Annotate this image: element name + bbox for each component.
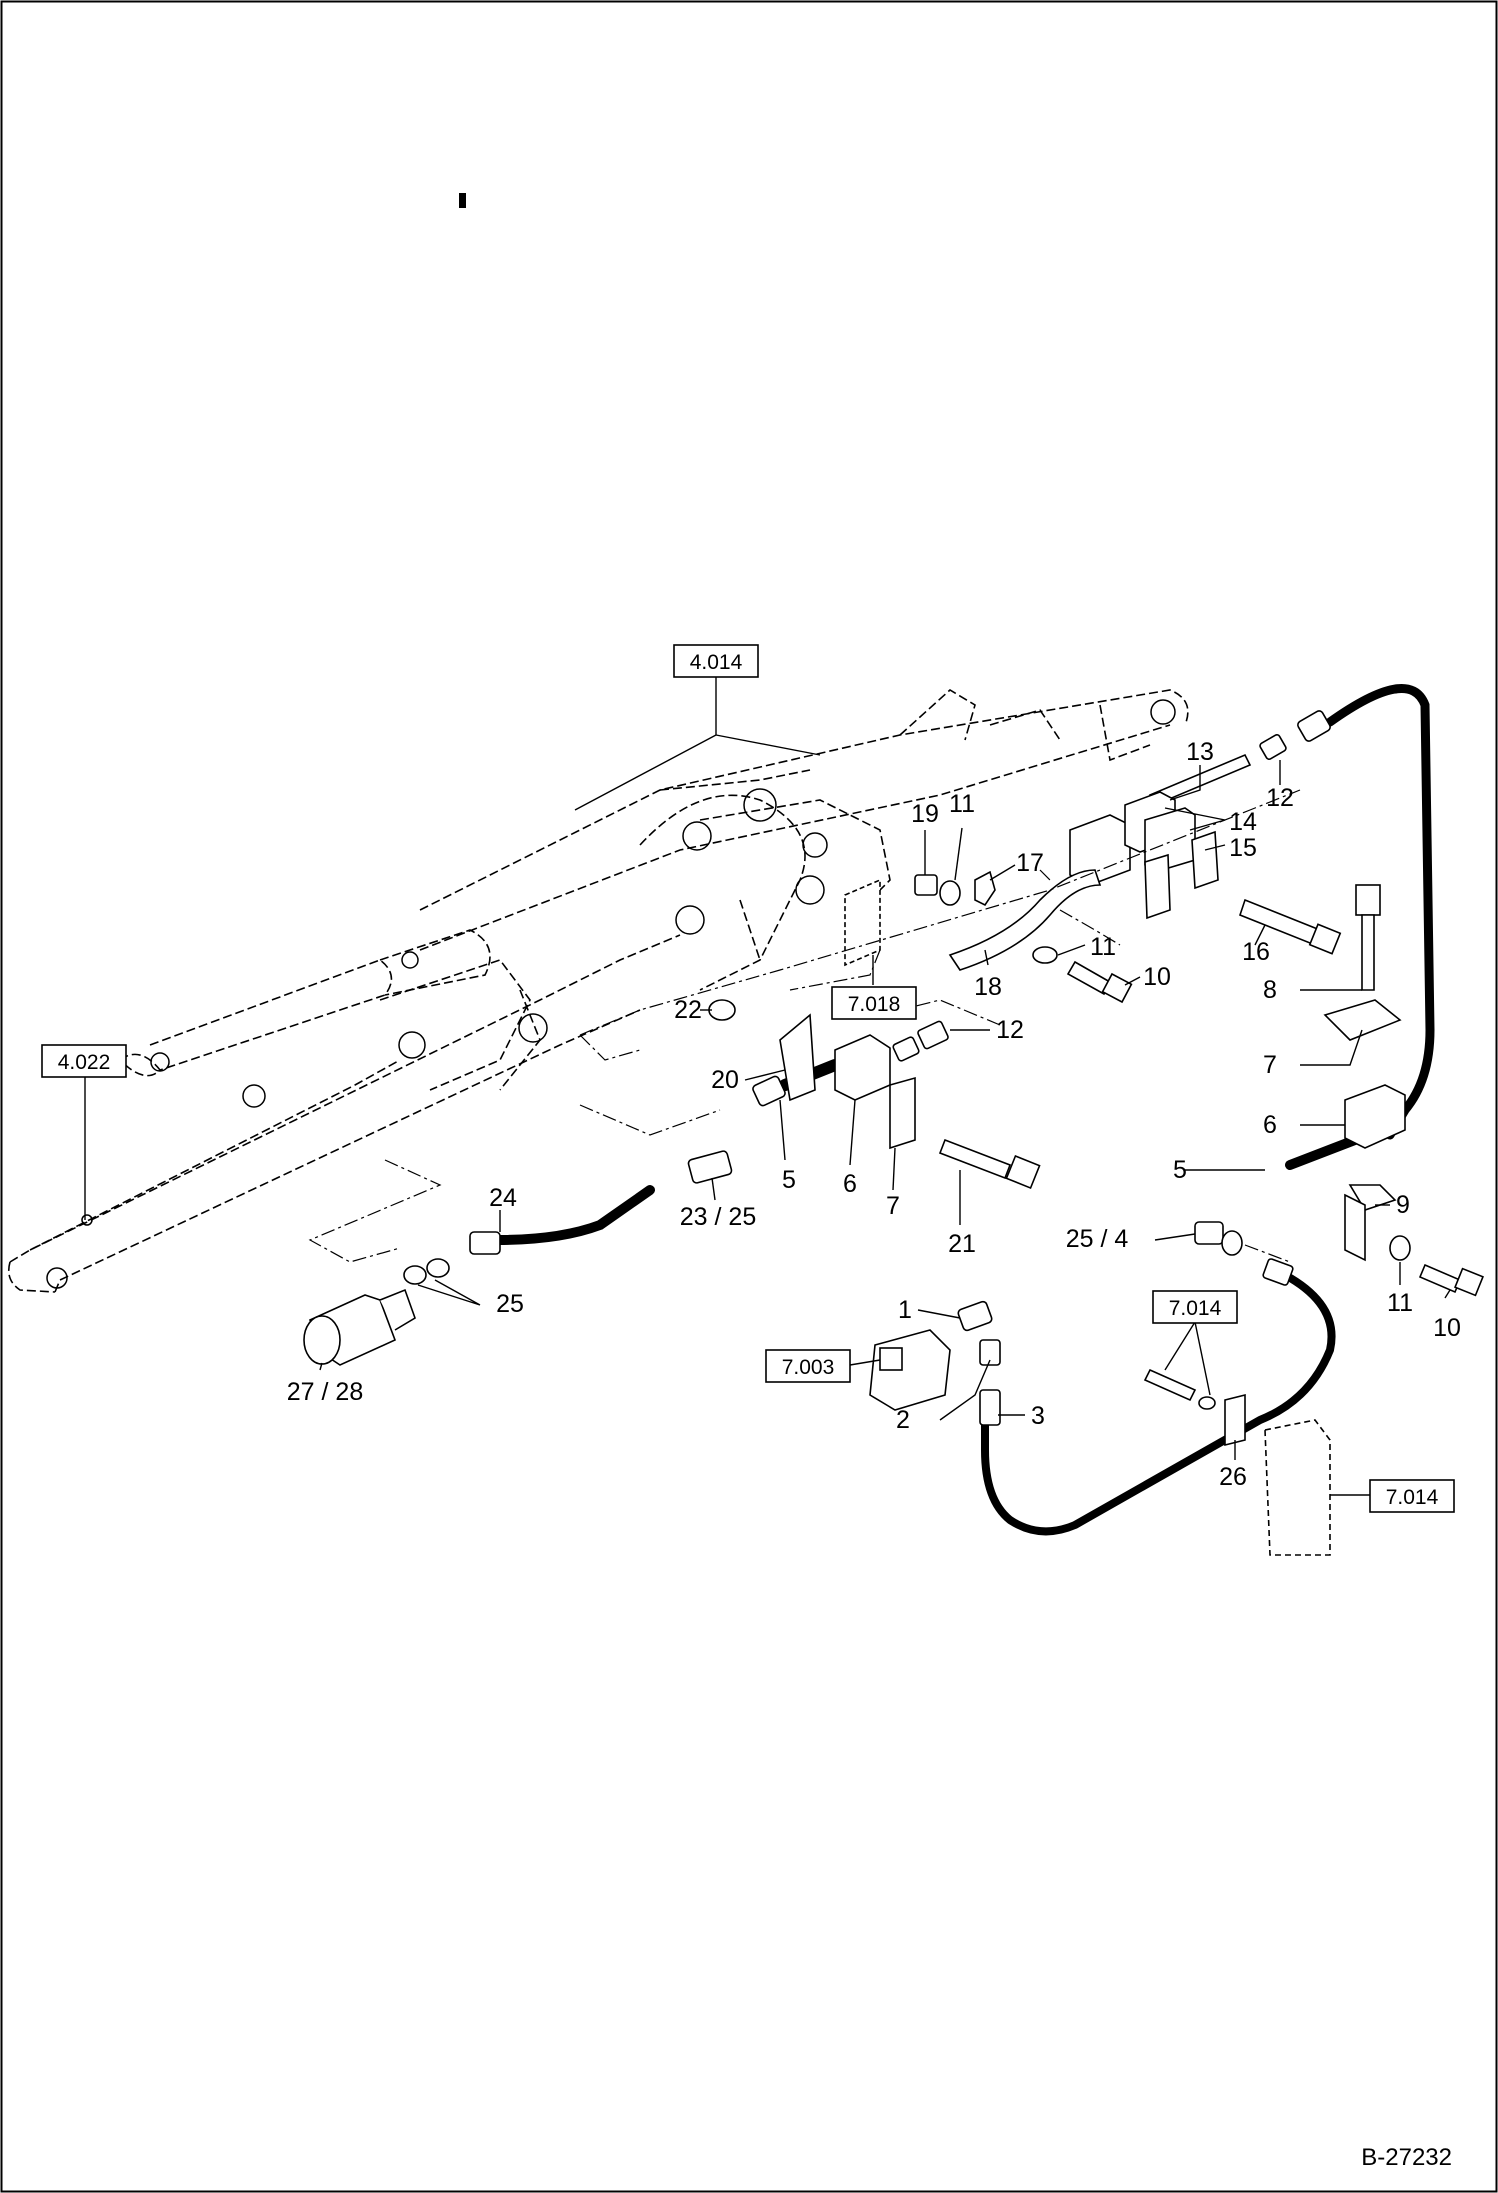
ref-box-7003 xyxy=(765,1349,851,1383)
part-label: 1 xyxy=(898,1296,912,1324)
part-label: 2 xyxy=(896,1406,910,1434)
part-label: 11 xyxy=(1090,933,1116,961)
registration-mark xyxy=(459,193,466,208)
part-label: 6 xyxy=(843,1170,857,1198)
part-label: 17 xyxy=(1016,849,1044,877)
part-label: 25 / 4 xyxy=(1066,1225,1129,1253)
part-label: 12 xyxy=(996,1016,1024,1044)
part-label: 5 xyxy=(782,1166,796,1194)
ref-box-7018-text: 7.018 xyxy=(848,993,901,1016)
part-label: 10 xyxy=(1143,963,1171,991)
part-label: 25 xyxy=(496,1290,524,1318)
reference-boxes: 4.014 4.022 7.018 7.003 7.014 7.014 xyxy=(41,644,1455,1513)
part-label: 22 xyxy=(674,996,702,1024)
ref-box-4014-text: 4.014 xyxy=(690,651,743,674)
leader-lines xyxy=(84,677,1451,1496)
ref-box-7014-a-text: 7.014 xyxy=(1169,1297,1222,1320)
part-label: 6 xyxy=(1263,1111,1277,1139)
drawing-number: B-27232 xyxy=(1361,2144,1452,2171)
part-label: 23 / 25 xyxy=(680,1203,756,1231)
ref-box-7014-b xyxy=(1369,1479,1455,1513)
part-label: 5 xyxy=(1173,1156,1187,1184)
part-label: 12 xyxy=(1266,784,1294,812)
part-label: 9 xyxy=(1396,1191,1410,1219)
part-label: 27 / 28 xyxy=(287,1378,363,1406)
boom-pins xyxy=(46,699,1176,1289)
ref-box-4014 xyxy=(673,644,759,678)
part-label: 24 xyxy=(489,1184,517,1212)
part-label: 18 xyxy=(974,973,1002,1001)
part-label: 16 xyxy=(1242,938,1270,966)
part-label: 3 xyxy=(1031,1402,1045,1430)
ref-box-7018 xyxy=(831,986,917,1020)
hose-5-right xyxy=(1285,1135,1360,1170)
part-label: 21 xyxy=(948,1230,976,1258)
part-label: 11 xyxy=(949,790,975,818)
ref-box-7014-b-text: 7.014 xyxy=(1386,1486,1439,1509)
ref-box-7014-a xyxy=(1152,1290,1238,1324)
part-label: 13 xyxy=(1186,738,1214,766)
part-label: 15 xyxy=(1229,834,1257,862)
part-label: 14 xyxy=(1229,808,1257,836)
part-label: 19 xyxy=(911,800,939,828)
part-label: 8 xyxy=(1263,976,1277,1004)
boom-arm-drawing xyxy=(7,689,1189,1293)
part-label: 10 xyxy=(1433,1314,1461,1342)
hose-lower-loop xyxy=(981,1271,1336,1536)
fittings xyxy=(303,710,1484,1556)
ref-box-7003-text: 7.003 xyxy=(782,1356,835,1379)
part-label: 26 xyxy=(1219,1463,1247,1491)
hose-24 xyxy=(493,1185,655,1245)
part-label: 11 xyxy=(1387,1289,1413,1317)
part-label: 7 xyxy=(886,1192,900,1220)
ref-box-4022 xyxy=(41,1044,127,1078)
part-label: 7 xyxy=(1263,1051,1277,1079)
ref-box-4022-text: 4.022 xyxy=(58,1051,111,1074)
part-label: 20 xyxy=(711,1066,739,1094)
assembly-lines xyxy=(308,789,1301,1263)
hose-main xyxy=(1325,684,1435,1140)
part-labels: 13 12 14 15 19 11 17 11 10 16 18 8 22 12… xyxy=(287,738,1461,1491)
